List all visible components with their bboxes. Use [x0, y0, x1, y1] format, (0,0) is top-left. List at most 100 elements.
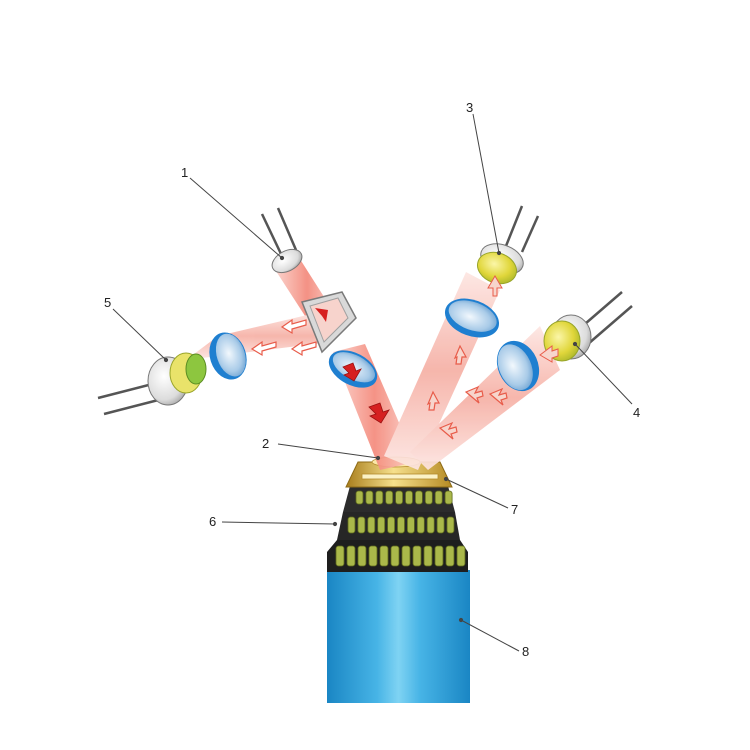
wdm-filter-prism-icon [300, 291, 357, 354]
fiber-tube [327, 570, 470, 703]
photodiode-icon [477, 205, 540, 297]
ferrule-chip [368, 545, 378, 567]
ferrule-chip [434, 490, 443, 505]
leader-8-dot [458, 617, 464, 623]
ferrule-chip [367, 516, 376, 534]
lens3-glass [448, 300, 497, 332]
ferrule-chip [346, 545, 356, 567]
label-7: 7 [511, 502, 518, 517]
ferrule-chip [375, 490, 384, 505]
ld1-can [271, 248, 303, 274]
leader-5-dot [163, 357, 169, 363]
ferrule-chip [434, 545, 444, 567]
tx-arrow-2 [342, 362, 362, 382]
ferrule-chip [436, 516, 445, 534]
ferrule-chip [357, 516, 366, 534]
pd3-pin-1 [504, 205, 524, 247]
leader-3-dot [496, 250, 502, 256]
photodiode-icon [539, 291, 633, 363]
monitor-arrows [250, 318, 317, 357]
ferrule-chip [385, 490, 394, 505]
leader-4-dot [572, 341, 578, 347]
leader-1-dot [279, 255, 285, 261]
laser-diode-icon [260, 207, 303, 274]
label-1: 1 [181, 165, 188, 180]
tx-arrow-3 [368, 402, 390, 424]
rx-arrow-3a [487, 275, 503, 297]
ferrule-chip [355, 490, 364, 505]
label-4: 4 [633, 405, 640, 420]
ferrule-chip [335, 545, 345, 567]
lens-icon [209, 332, 247, 380]
lens4-glass [497, 344, 533, 391]
ld1-pin-2 [276, 207, 298, 251]
arrow-m1 [250, 340, 277, 357]
ferrule-chip [347, 516, 356, 534]
rx-arrow-4c [464, 385, 484, 404]
ferrule-chip [444, 490, 453, 505]
label-8: 8 [522, 644, 529, 659]
leader-5 [112, 308, 167, 361]
ferrule-chip [401, 545, 411, 567]
leader-lines [112, 113, 633, 652]
ferrule-chip [357, 545, 367, 567]
ferrule-chip [446, 516, 455, 534]
ferrule-chip [416, 516, 425, 534]
label-3: 3 [466, 100, 473, 115]
ferrule-chip [414, 490, 423, 505]
ferrule-chip [445, 545, 455, 567]
tx-arrow-1 [315, 308, 328, 322]
pd3-pin-2 [520, 215, 540, 253]
photodiode-icon [97, 352, 207, 416]
leader-8 [460, 619, 520, 652]
arrow-m2 [280, 318, 307, 335]
ferrule-chip [379, 545, 389, 567]
ferrule-chip [395, 490, 404, 505]
pd4-pin-2 [587, 305, 633, 345]
ferrule-chip [426, 516, 435, 534]
leader-7 [445, 478, 509, 509]
leader-2-dot [375, 455, 381, 461]
rx-arrow-4a [539, 345, 559, 363]
pd5-window [185, 353, 207, 385]
leader-3 [472, 113, 500, 254]
arrow-m3 [290, 340, 317, 357]
window-glass [361, 473, 439, 480]
ferrule-chip [424, 490, 433, 505]
rx-arrow-3b [453, 344, 468, 365]
rx-arrow-4d [438, 421, 458, 440]
label-2: 2 [262, 436, 269, 451]
ferrule-chip [365, 490, 374, 505]
ferrule-chip [456, 545, 466, 567]
ferrule-chip [387, 516, 396, 534]
lens-icon [444, 298, 500, 338]
label-5: 5 [104, 295, 111, 310]
ferrule-chip [406, 516, 415, 534]
lens5-glass [215, 333, 246, 377]
lens-icon [496, 340, 540, 392]
rx-arrow-3c [426, 390, 441, 411]
ferrule-chip [423, 545, 433, 567]
ferrule-chip [405, 490, 413, 505]
callout-labels: 1 2 3 4 5 6 7 8 [104, 100, 640, 659]
ld1-pin-1 [260, 213, 284, 257]
leader-6-dot [332, 521, 338, 527]
fiber-ferrule-icon [327, 486, 468, 572]
leader-2 [277, 443, 379, 459]
ferrule-chip [390, 545, 400, 567]
rx-arrow-4b [488, 387, 508, 406]
tx-arrows [342, 362, 390, 424]
ferrule-chip [377, 516, 386, 534]
fiber-jacket [327, 570, 470, 703]
ferrule-chip [412, 545, 422, 567]
ferrule-chip [397, 516, 405, 534]
leader-4 [574, 343, 633, 405]
leader-6 [221, 521, 336, 525]
leader-1 [189, 177, 283, 259]
rx-arrows [426, 344, 508, 440]
leader-7-dot [443, 476, 449, 482]
label-6: 6 [209, 514, 216, 529]
ferrule-chips [335, 490, 466, 567]
